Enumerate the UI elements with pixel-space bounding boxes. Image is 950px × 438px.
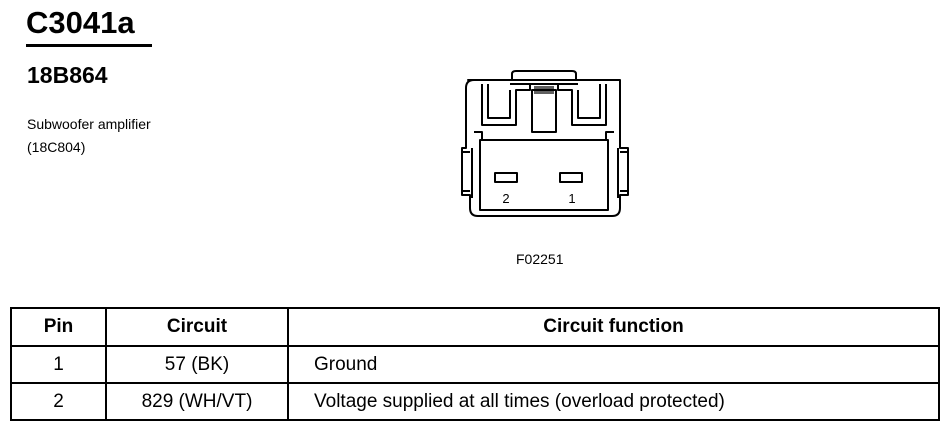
- figure-id: F02251: [516, 251, 564, 267]
- description-line-1: Subwoofer amplifier: [27, 116, 151, 132]
- connector-housing-outline: [461, 79, 629, 217]
- cell-pin: 1: [10, 345, 107, 384]
- pin-cavity-1: [559, 172, 583, 183]
- pin-table: Pin Circuit Circuit function 1 57 (BK) G…: [10, 307, 940, 421]
- part-number: 18B864: [27, 62, 108, 88]
- title-underline: [26, 44, 152, 47]
- top-latch: [511, 70, 577, 80]
- center-key: [531, 89, 557, 133]
- connector-title: C3041a: [26, 5, 135, 40]
- connector-face-diagram: 2 1: [452, 70, 637, 222]
- header-circuit: Circuit: [105, 307, 289, 347]
- left-tower: [481, 84, 531, 126]
- pin-label-1: 1: [568, 191, 575, 206]
- cell-pin: 2: [10, 382, 107, 421]
- right-tower: [557, 84, 607, 126]
- description-line-2: (18C804): [27, 139, 86, 155]
- pin-cavity-2: [494, 172, 518, 183]
- cell-circuit: 829 (WH/VT): [105, 382, 289, 421]
- header-circuit-function: Circuit function: [287, 307, 940, 347]
- table-header-row: Pin Circuit Circuit function: [10, 307, 940, 347]
- table-row: 2 829 (WH/VT) Voltage supplied at all ti…: [10, 382, 940, 421]
- cell-function: Voltage supplied at all times (overload …: [287, 382, 940, 421]
- cell-function: Ground: [287, 345, 940, 384]
- connector-face-svg: 2 1: [461, 70, 629, 217]
- header-pin: Pin: [10, 307, 107, 347]
- pin-label-2: 2: [502, 191, 509, 206]
- inner-cavity: [479, 139, 609, 211]
- cell-circuit: 57 (BK): [105, 345, 289, 384]
- table-row: 1 57 (BK) Ground: [10, 345, 940, 384]
